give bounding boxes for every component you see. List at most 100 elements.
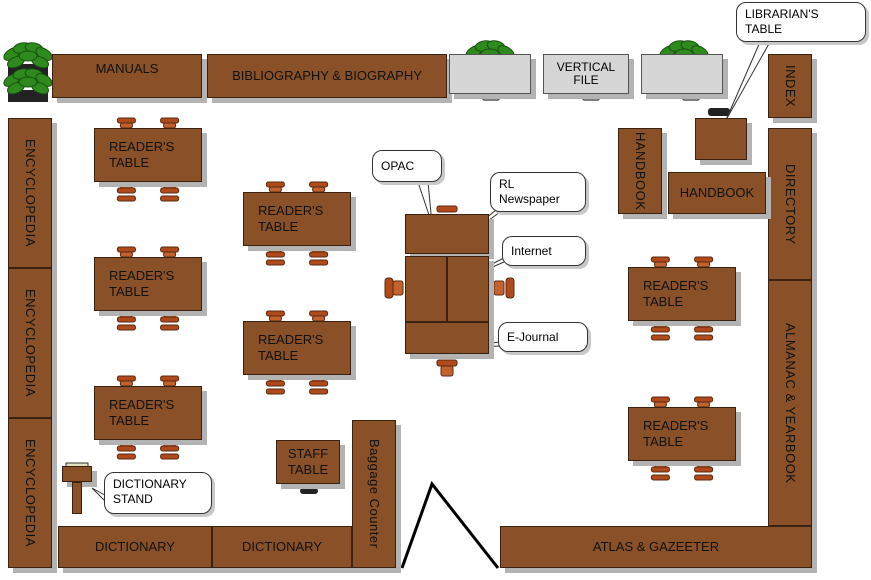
chair-icon (312, 375, 326, 382)
reader-table-1: READER'S TABLE (94, 128, 202, 182)
chair-icon (116, 117, 136, 124)
chair-icon (160, 117, 180, 124)
chair-icon (708, 108, 730, 116)
bibliography-shelf: BIBLIOGRAPHY & BIOGRAPHY (207, 54, 447, 98)
dictionary-label-1: DICTIONARY (95, 539, 175, 554)
chair-icon (265, 181, 285, 188)
chair-icon (312, 246, 326, 253)
reader-table-label: READER'S TABLE (258, 332, 324, 363)
chair-icon (694, 466, 714, 473)
reader-table-3: READER'S TABLE (94, 386, 202, 440)
encyclopedia-label-1: ENCYCLOPEDIA (23, 139, 38, 247)
chair-icon (116, 316, 136, 323)
chair-icon (265, 251, 285, 258)
chair-icon (265, 310, 285, 317)
reader-table-label: READER'S TABLE (109, 397, 175, 428)
atlas-label: ATLAS & GAZEETER (592, 539, 720, 554)
plant-icon (18, 50, 38, 62)
chair-icon (160, 375, 180, 382)
chair-icon (650, 396, 670, 403)
chair-icon (160, 187, 180, 194)
vertical-file-cabinet: VERTICAL FILE (543, 54, 629, 94)
chair-icon (653, 321, 667, 328)
reader-table-2: READER'S TABLE (94, 257, 202, 311)
chair-icon (116, 375, 136, 382)
chair-icon (650, 334, 670, 341)
chair-icon (694, 334, 714, 341)
chair-icon (309, 181, 329, 188)
dictionary-stand-post (72, 482, 82, 514)
librarian-table (695, 118, 747, 160)
librarian-callout-text: LIBRARIAN'S TABLE (745, 7, 819, 36)
handbook-horizontal-shelf: HANDBOOK (668, 172, 766, 214)
chair-icon (694, 256, 714, 263)
chair-icon (116, 195, 136, 202)
encyclopedia-shelf-3: ENCYCLOPEDIA (8, 418, 52, 568)
encyclopedia-shelf-1: ENCYCLOPEDIA (8, 118, 52, 268)
chair-icon (268, 375, 282, 382)
chair-icon (300, 488, 318, 494)
reader-table-6: READER'S TABLE (628, 267, 736, 321)
chair-icon (309, 251, 329, 258)
chair-icon (309, 380, 329, 387)
ejournal-callout: E-Journal (498, 322, 588, 352)
chair-icon (265, 259, 285, 266)
chair-icon (268, 246, 282, 253)
reader-table-7: READER'S TABLE (628, 407, 736, 461)
cabinet-handle-icon (679, 95, 703, 101)
rl-newspaper-callout-text: RL Newspaper (499, 177, 560, 206)
chair-icon (436, 205, 458, 213)
librarian-table-callout: LIBRARIAN'S TABLE (736, 2, 866, 42)
chair-icon (119, 440, 133, 447)
chair-icon (163, 182, 177, 189)
reader-table-label: READER'S TABLE (109, 268, 175, 299)
chair-icon (697, 461, 711, 468)
chair-icon (392, 280, 404, 296)
dictionary-shelf-2: DICTIONARY (212, 526, 352, 568)
reader-table-label: READER'S TABLE (258, 203, 324, 234)
chair-icon (116, 187, 136, 194)
chair-icon (650, 326, 670, 333)
chair-icon (160, 246, 180, 253)
chair-icon (505, 277, 515, 299)
chair-icon (116, 445, 136, 452)
chair-icon (650, 466, 670, 473)
chair-icon (116, 324, 136, 331)
directory-shelf: DIRECTORY (768, 128, 812, 280)
reader-table-5: READER'S TABLE (243, 321, 351, 375)
chair-icon (436, 359, 458, 367)
opac-desk (405, 214, 489, 254)
chair-icon (116, 453, 136, 460)
directory-label: DIRECTORY (783, 163, 798, 245)
chair-icon (694, 474, 714, 481)
bibliography-label: BIBLIOGRAPHY & BIOGRAPHY (232, 68, 422, 83)
handbook-vertical-label: HANDBOOK (633, 131, 648, 211)
internet-desk-right (447, 256, 489, 322)
cabinet-handle-icon (479, 95, 503, 101)
opac-callout-text: OPAC (381, 159, 415, 173)
reader-table-4: READER'S TABLE (243, 192, 351, 246)
chair-icon (160, 316, 180, 323)
baggage-counter: Baggage Counter (352, 420, 396, 568)
callout-pointer (725, 41, 771, 121)
chair-icon (493, 280, 505, 296)
chair-icon (697, 321, 711, 328)
almanac-label: ALMANAC & YEARBOOK (783, 322, 798, 484)
chair-icon (653, 461, 667, 468)
dictionary-stand-callout-text: DICTIONARY STAND (113, 477, 187, 506)
cabinet-handle-icon (579, 95, 603, 101)
manuals-label: MANUALS (95, 61, 159, 76)
internet-callout: Internet (502, 236, 586, 266)
chair-icon (309, 259, 329, 266)
atlas-gazeteer-shelf: ATLAS & GAZEETER (500, 526, 812, 568)
staff-table: STAFF TABLE (276, 440, 340, 484)
dictionary-stand-top (62, 466, 92, 482)
door-icon (400, 480, 500, 569)
chair-icon (116, 246, 136, 253)
chair-icon (265, 388, 285, 395)
staff-table-label: STAFF TABLE (287, 446, 329, 477)
dictionary-label-2: DICTIONARY (242, 539, 322, 554)
dictionary-shelf-1: DICTIONARY (58, 526, 212, 568)
left-cabinet (449, 54, 531, 94)
chair-icon (160, 453, 180, 460)
